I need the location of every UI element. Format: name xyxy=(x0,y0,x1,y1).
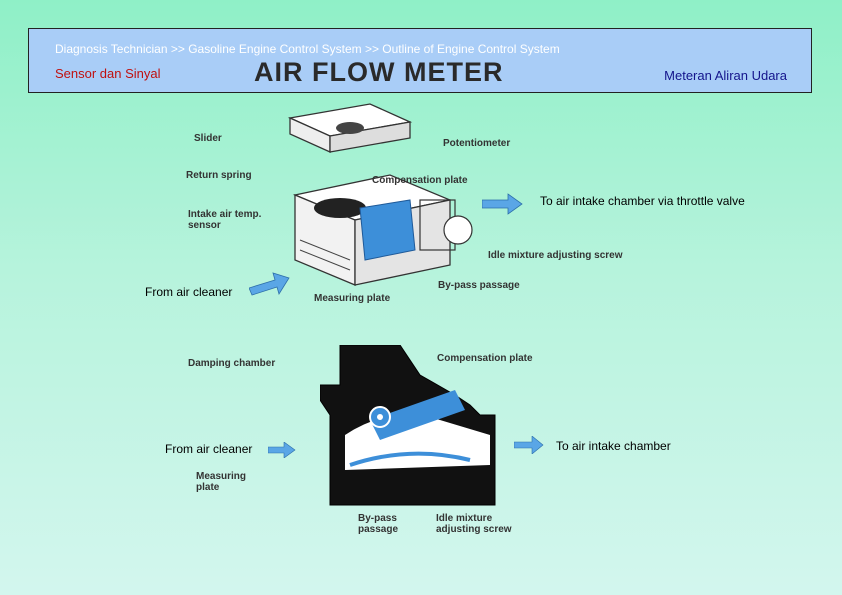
meter-body xyxy=(292,174,473,286)
from-air-cleaner-label-top: From air cleaner xyxy=(145,285,233,299)
inflow-arrow-top xyxy=(249,272,290,296)
damping-chamber-label: Damping chamber xyxy=(188,358,276,369)
air-flow-meter-cross-section xyxy=(320,345,496,506)
outflow-arrow-top xyxy=(482,193,523,215)
measuring-plate-label-bottom-line1: Measuring xyxy=(196,471,247,482)
section-subtitle: Sensor dan Sinyal xyxy=(55,66,161,81)
inflow-arrow-bottom xyxy=(268,442,296,458)
header-banner: Diagnosis Technician >> Gasoline Engine … xyxy=(28,28,812,93)
air-flow-meter-exploded-illustration xyxy=(287,103,473,286)
measuring-plate-label-bottom-line2: plate xyxy=(196,482,220,493)
bypass-passage-label-bottom-line1: By-pass xyxy=(358,513,397,524)
idle-screw-label: Idle mixture adjusting screw xyxy=(488,250,623,261)
measuring-plate-label: Measuring plate xyxy=(314,293,391,304)
measuring-plate-label-bottom: Measuring plate xyxy=(196,471,246,493)
compensation-plate-label: Compensation plate xyxy=(372,175,468,186)
bypass-passage-label-bottom-line2: passage xyxy=(358,524,399,535)
intake-temp-sensor-label: Intake air temp. sensor xyxy=(188,209,261,231)
idle-screw-label-bottom-line2: adjusting screw xyxy=(436,524,512,535)
idle-screw-label-bottom: Idle mixture adjusting screw xyxy=(436,513,512,535)
bypass-passage-label-bottom: By-pass passage xyxy=(358,513,398,535)
intake-temp-sensor-label-line2: sensor xyxy=(188,220,221,231)
return-spring-label: Return spring xyxy=(186,170,252,181)
bypass-passage-label: By-pass passage xyxy=(438,280,520,291)
idle-screw-label-bottom-line1: Idle mixture xyxy=(436,513,493,524)
to-intake-via-throttle-label: To air intake chamber via throttle valve xyxy=(540,194,745,208)
intake-temp-sensor-label-line1: Intake air temp. xyxy=(188,209,262,220)
from-air-cleaner-label-bottom: From air cleaner xyxy=(165,442,253,456)
compensation-plate-label-bottom: Compensation plate xyxy=(437,353,533,364)
to-intake-chamber-label: To air intake chamber xyxy=(556,439,671,453)
outflow-arrow-bottom xyxy=(514,436,544,454)
translated-title: Meteran Aliran Udara xyxy=(664,68,787,83)
slider-label: Slider xyxy=(194,133,222,144)
potentiometer-cover xyxy=(287,103,413,154)
page-title: AIR FLOW METER xyxy=(254,57,504,87)
breadcrumb: Diagnosis Technician >> Gasoline Engine … xyxy=(55,42,560,56)
potentiometer-label: Potentiometer xyxy=(443,138,511,149)
